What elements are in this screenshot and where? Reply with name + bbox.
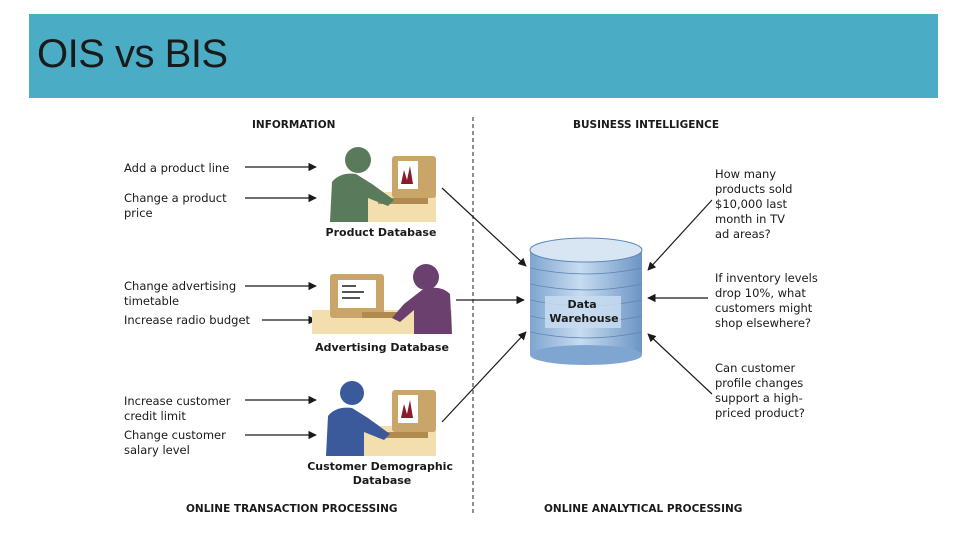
person-at-computer-icon [326,381,436,456]
warehouse-label: Data Warehouse [549,298,618,325]
database-caption: Advertising Database [315,341,449,354]
warehouse-arrows [441,187,527,423]
slide-title: OIS vs BIS [37,32,228,76]
bi-question: How many products sold $10,000 last mont… [715,167,796,241]
database-caption: Customer Demographic Database [307,460,457,487]
input-label: Change customer salary level [124,428,230,457]
header-information: INFORMATION [252,119,335,131]
header-olap: ONLINE ANALYTICAL PROCESSING [544,503,742,515]
input-label: Increase radio budget [124,313,251,327]
bi-question: If inventory levels drop 10%, what custo… [715,271,821,330]
input-label: Change advertising timetable [124,279,240,308]
bi-question: Can customer profile changes support a h… [715,361,807,420]
arrow-icon [441,187,527,267]
warehouse-label-bg [545,296,621,328]
database-caption: Product Database [326,226,437,239]
input-label: Change a product price [124,191,230,220]
input-arrows [245,162,317,440]
person-at-computer-icon [330,147,436,222]
arrow-icon [647,199,713,271]
header-oltp: ONLINE TRANSACTION PROCESSING [186,503,397,515]
header-business-intelligence: BUSINESS INTELLIGENCE [573,119,719,131]
title-banner: OIS vs BIS [29,14,938,98]
input-label: Add a product line [124,161,229,175]
input-label: Increase customer credit limit [124,394,234,423]
person-at-computer-icon [312,264,452,334]
question-arrows [647,199,713,395]
arrow-icon [441,331,527,423]
arrow-icon [647,333,713,395]
